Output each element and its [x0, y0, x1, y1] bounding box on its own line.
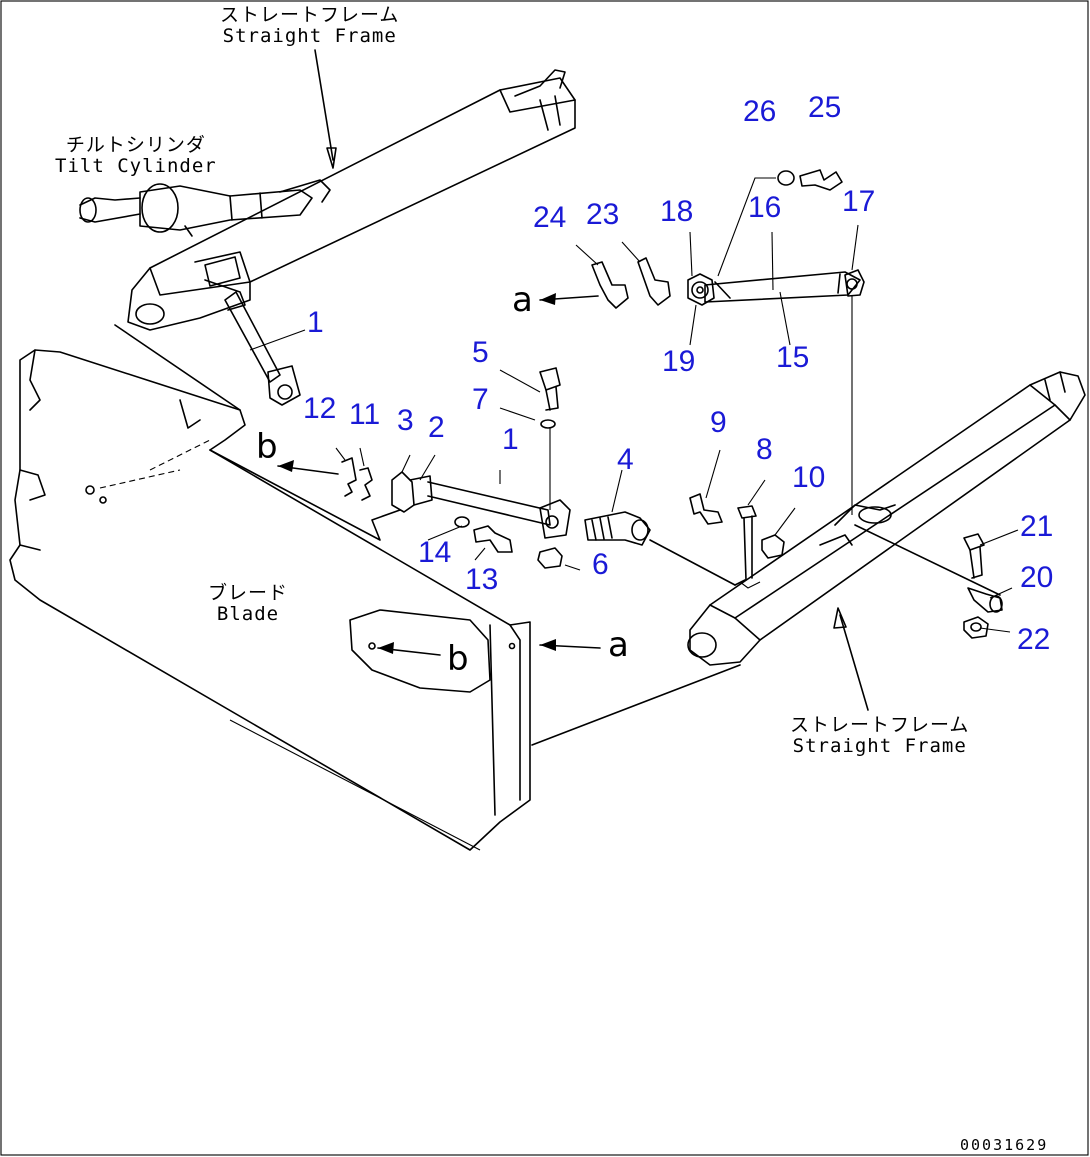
blade-label: ブレード Blade — [208, 583, 288, 625]
frame-top-jp: ストレートフレーム — [220, 4, 400, 26]
part-1-upper-rod — [204, 279, 301, 406]
straight-frame-lower — [531, 371, 1086, 746]
parts-20-21-22 — [963, 533, 1003, 639]
frame-bottom-en: Straight Frame — [792, 734, 967, 757]
callout-1-mid: 1 — [502, 423, 519, 456]
callout-24: 24 — [533, 201, 567, 234]
callout-9: 9 — [710, 406, 727, 439]
callout-19: 19 — [662, 345, 696, 378]
callout-11: 11 — [349, 398, 381, 431]
callout-leaders — [249, 224, 1019, 633]
callout-5: 5 — [472, 336, 489, 369]
straight-frame-upper — [114, 69, 576, 411]
tilt-cylinder-drawing — [79, 179, 331, 237]
callout-14: 14 — [418, 536, 452, 569]
callout-3: 3 — [397, 404, 414, 437]
callout-20: 20 — [1020, 561, 1054, 594]
frame-bottom-label: ストレートフレーム Straight Frame — [790, 715, 969, 757]
tilt-en: Tilt Cylinder — [55, 154, 217, 177]
tilt-cylinder-label: チルトシリンダ Tilt Cylinder — [55, 135, 217, 177]
callout-26: 26 — [743, 95, 777, 128]
ref-b-plate: b — [447, 639, 469, 679]
callout-10: 10 — [792, 461, 826, 494]
tilt-jp: チルトシリンダ — [65, 134, 206, 156]
callout-25: 25 — [808, 91, 842, 124]
callout-22: 22 — [1017, 623, 1051, 656]
callout-7: 7 — [472, 383, 489, 416]
callout-17: 17 — [842, 185, 876, 218]
blade-en: Blade — [216, 602, 280, 625]
callout-15: 15 — [776, 341, 810, 374]
ref-a-right: a — [608, 625, 629, 665]
callout-13: 13 — [465, 563, 499, 596]
frame-top-label: ストレートフレーム Straight Frame — [220, 5, 399, 47]
callout-18: 18 — [660, 195, 694, 228]
frame-bottom-jp: ストレートフレーム — [790, 714, 970, 736]
blade-drawing — [9, 349, 531, 851]
upper-right-link-assembly — [591, 169, 865, 515]
callout-21: 21 — [1020, 510, 1054, 543]
callout-16: 16 — [748, 191, 782, 224]
label-leader-lines — [314, 49, 869, 711]
ref-a-top: a — [512, 280, 533, 320]
blade-jp: ブレード — [208, 582, 289, 604]
callout-6: 6 — [592, 548, 609, 581]
reference-arrows — [277, 293, 601, 656]
callout-4: 4 — [617, 443, 634, 476]
middle-link-assembly — [341, 367, 785, 589]
frame-top-en: Straight Frame — [222, 24, 397, 47]
callout-1-top: 1 — [307, 306, 324, 339]
callout-12: 12 — [303, 392, 337, 425]
ref-b-left: b — [256, 427, 278, 467]
callout-2: 2 — [428, 411, 445, 444]
callout-8: 8 — [756, 433, 773, 466]
drawing-code: 00031629 — [960, 1136, 1049, 1154]
callout-23: 23 — [586, 198, 620, 231]
